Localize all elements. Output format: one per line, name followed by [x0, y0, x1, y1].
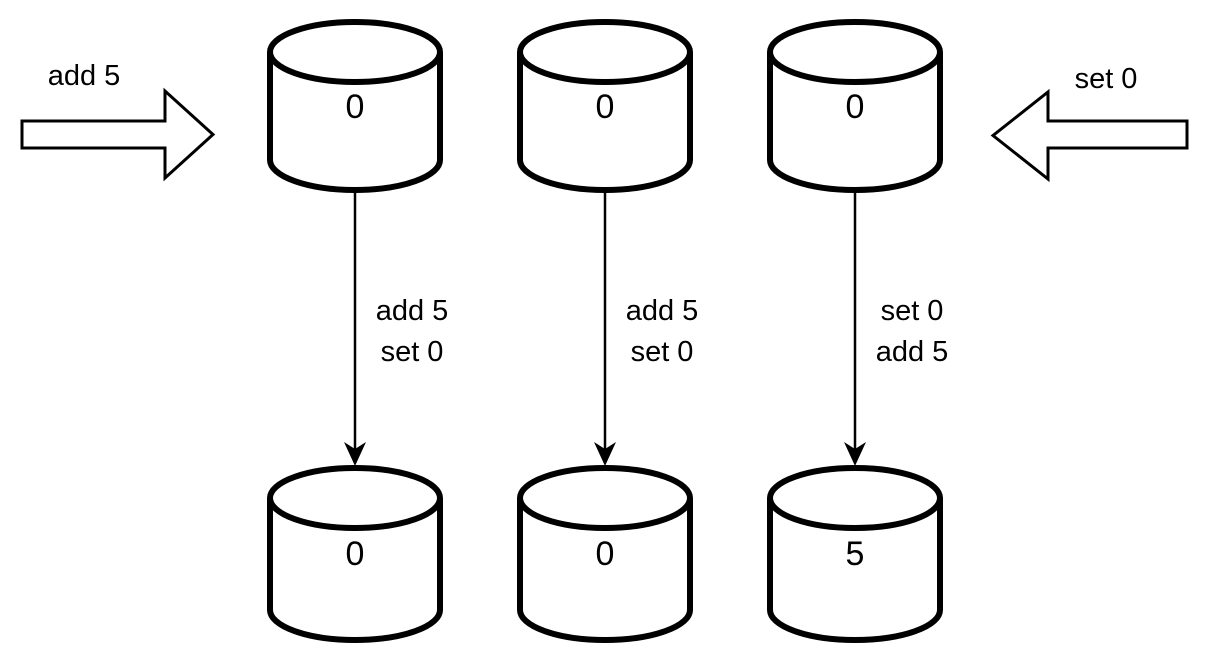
right-op-label: set 0: [1075, 63, 1138, 95]
transition-label-line2: set 0: [631, 336, 694, 368]
database-cylinder-top: [517, 465, 693, 531]
transition-label-line2: add 5: [876, 336, 949, 368]
bottom-database-3: 5: [767, 465, 943, 643]
database-value: 0: [846, 88, 865, 126]
database-cylinder-top: [267, 465, 443, 531]
database-value: 0: [346, 88, 365, 126]
bottom-database-1: 0: [267, 465, 443, 643]
database-cylinder-top: [767, 19, 943, 85]
left-op-label: add 5: [48, 60, 121, 92]
database-cylinder-top: [767, 465, 943, 531]
database-cylinder-body: [767, 52, 943, 193]
incoming-op-left: add 5: [20, 60, 216, 182]
database-value: 0: [596, 535, 615, 573]
transition-label-line1: add 5: [626, 295, 699, 327]
down-arrow-head-icon: [344, 442, 366, 466]
transition-arrow-3: set 0 add 5: [844, 193, 948, 466]
transition-arrow-1: add 5 set 0: [344, 193, 448, 466]
top-database-3: 0: [767, 19, 943, 193]
right-pointing-block-arrow-icon: [20, 87, 216, 182]
database-cylinder-body: [267, 498, 443, 643]
incoming-op-right: set 0: [990, 63, 1189, 183]
transition-label-line1: set 0: [881, 295, 944, 327]
transition-arrow-2: add 5 set 0: [594, 193, 698, 466]
database-value: 0: [596, 88, 615, 126]
database-cylinder-body: [767, 498, 943, 643]
left-pointing-block-arrow-icon: [990, 88, 1189, 183]
top-database-1: 0: [267, 19, 443, 193]
top-database-2: 0: [517, 19, 693, 193]
transition-label-line1: add 5: [376, 295, 449, 327]
down-arrow-head-icon: [594, 442, 616, 466]
down-arrow-head-icon: [844, 442, 866, 466]
database-cylinder-top: [517, 19, 693, 85]
database-cylinder-top: [267, 19, 443, 85]
database-cylinder-body: [517, 498, 693, 643]
database-value: 0: [346, 535, 365, 573]
bottom-database-2: 0: [517, 465, 693, 643]
transition-label-line2: set 0: [381, 336, 444, 368]
database-cylinder-body: [517, 52, 693, 193]
database-cylinder-body: [267, 52, 443, 193]
database-value: 5: [846, 535, 865, 573]
